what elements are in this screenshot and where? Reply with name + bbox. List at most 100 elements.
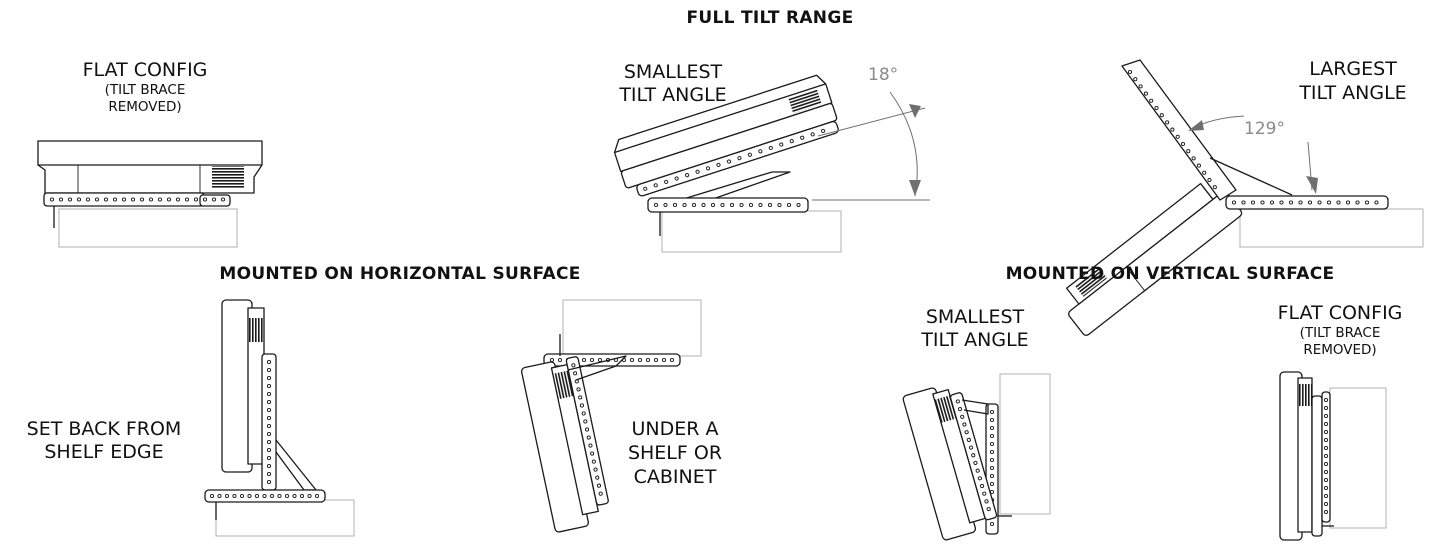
vertical-smallest-figure: [902, 373, 1051, 541]
wall-surface: [999, 373, 1051, 515]
bracket-hole: [1159, 113, 1164, 118]
bracket-hole: [982, 491, 987, 496]
bracket-hole: [977, 476, 982, 481]
bracket-hole: [266, 471, 272, 477]
bracket-hole: [989, 481, 995, 487]
smallest-tilt-figure: 18°: [613, 65, 930, 253]
bracket-hole: [1374, 200, 1379, 205]
bracket-hole: [266, 455, 272, 461]
bracket-hole: [284, 493, 290, 499]
bracket-hole: [217, 493, 222, 499]
bracket-hole: [579, 403, 584, 408]
bracket-hole: [292, 493, 297, 499]
vertical-flat-note-1: (TILT BRACE: [1299, 325, 1381, 341]
bracket-hole: [1323, 429, 1329, 435]
bracket-hole: [583, 419, 588, 424]
bracket-hole: [685, 173, 690, 178]
bracket-hole: [716, 162, 721, 167]
bracket-hole: [175, 197, 181, 202]
bracket-hole: [130, 197, 136, 202]
bracket-hole: [1323, 493, 1329, 499]
bracket-hole: [1196, 163, 1201, 168]
bracket-hole: [637, 357, 643, 363]
largest-angle-value: 129°: [1244, 119, 1285, 139]
bracket-hole: [220, 197, 226, 202]
bracket-hole: [571, 363, 576, 368]
bracket-hole: [121, 197, 127, 202]
bracket-hole: [193, 197, 199, 202]
bracket-hole: [1207, 177, 1212, 183]
bracket-hole: [1323, 477, 1329, 483]
bracket-hole: [157, 197, 163, 202]
bracket-hole: [989, 433, 995, 439]
bracket-hole: [726, 159, 732, 164]
bracket-hole: [1323, 421, 1329, 427]
under-shelf-figure: [520, 299, 702, 533]
vertical-smallest-label-2: TILT ANGLE: [921, 329, 1029, 351]
bracket-hole: [67, 197, 73, 202]
bracket-hole: [1317, 200, 1322, 205]
bracket-hole: [596, 483, 602, 488]
bracket-hole: [758, 202, 763, 208]
bracket-hole: [1323, 509, 1329, 515]
bracket-hole: [254, 493, 260, 499]
bracket-hole: [578, 395, 583, 400]
bracket-hole: [695, 169, 700, 174]
bracket-hole: [94, 197, 100, 202]
bracket-hole: [653, 202, 659, 208]
bracket-hole: [1202, 170, 1207, 175]
smallest-angle-value: 18°: [868, 65, 898, 85]
bracket-holes: [1231, 200, 1379, 205]
bracket-hole: [239, 493, 245, 499]
bracket-hole: [584, 427, 590, 432]
bracket-hole: [989, 449, 995, 455]
bracket-hole: [971, 453, 976, 458]
bracket-hole: [957, 407, 963, 412]
bracket-hole: [739, 202, 744, 208]
setback-figure: [204, 299, 355, 537]
bracket-hole: [1355, 200, 1360, 205]
vertical-flat-note-2: REMOVED): [1303, 342, 1377, 358]
bracket-hole: [1326, 200, 1332, 205]
vertical-flat-figure: [1279, 371, 1387, 541]
bracket-hole: [1323, 453, 1329, 459]
bracket-hole: [184, 197, 190, 202]
cabinet-surface: [562, 299, 702, 357]
bracket-hole: [266, 439, 272, 445]
setback-label-1: SET BACK FROM: [26, 418, 182, 440]
under-shelf-label-1: UNDER A: [631, 418, 719, 440]
bracket-hole: [705, 166, 711, 171]
bracket-holes: [653, 202, 801, 208]
full-tilt-heading: FULL TILT RANGE: [686, 8, 854, 28]
bracket-hole: [989, 409, 995, 415]
bracket-hole: [202, 197, 208, 202]
bracket-hole: [969, 445, 974, 450]
bracket-holes: [1127, 69, 1217, 190]
flat-config-note-2: REMOVED): [108, 99, 182, 115]
bracket-hole: [1323, 445, 1329, 451]
bracket-hole: [1323, 397, 1329, 403]
bracket-hole: [266, 415, 272, 421]
bracket-hole: [581, 411, 586, 416]
bracket-hole: [266, 423, 272, 429]
bracket-hole: [720, 202, 725, 208]
bracket-hole: [768, 145, 773, 150]
bracket-hole: [821, 128, 826, 133]
bracket-hole: [645, 357, 651, 363]
bracket-hole: [1231, 200, 1237, 205]
bracket-hole: [653, 183, 658, 188]
bracket-hole: [557, 357, 563, 363]
bracket-hole: [955, 399, 960, 404]
bracket-hole: [1175, 134, 1180, 139]
bracket-hole: [986, 507, 991, 512]
bracket-hole: [800, 135, 805, 140]
bracket-hole: [989, 457, 995, 463]
smallest-tilt-label-2: TILT ANGLE: [619, 84, 727, 106]
bracket-hole: [266, 359, 272, 365]
bracket-hole: [789, 139, 794, 144]
bracket-hole: [1186, 149, 1191, 154]
bracket-hole: [266, 399, 272, 405]
bracket-hole: [980, 483, 985, 489]
bracket-hole: [1127, 69, 1133, 75]
